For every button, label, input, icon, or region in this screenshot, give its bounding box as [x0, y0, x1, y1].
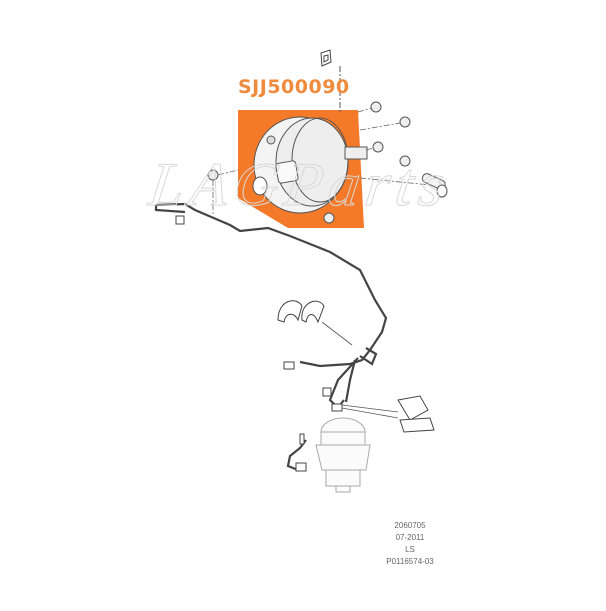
clevis-pin	[421, 173, 448, 198]
drawing-reference: 2060705 07-2011 LS P0116574-03	[360, 520, 460, 568]
mounting-bracket	[320, 49, 332, 67]
drawing-number: 2060705	[394, 521, 426, 530]
vacuum-hose	[154, 202, 388, 472]
drawing-model: LS	[405, 545, 415, 554]
brake-booster	[252, 116, 368, 214]
watermark: LAGParts	[145, 151, 455, 220]
vacuum-pump	[315, 417, 371, 493]
part-number-label[interactable]: SJJ500090	[238, 76, 350, 98]
drawing-id: P0116574-03	[386, 557, 434, 566]
hose-clip-right	[397, 395, 435, 433]
drawing-date: 07-2011	[395, 533, 425, 542]
hose-clips	[277, 300, 325, 324]
